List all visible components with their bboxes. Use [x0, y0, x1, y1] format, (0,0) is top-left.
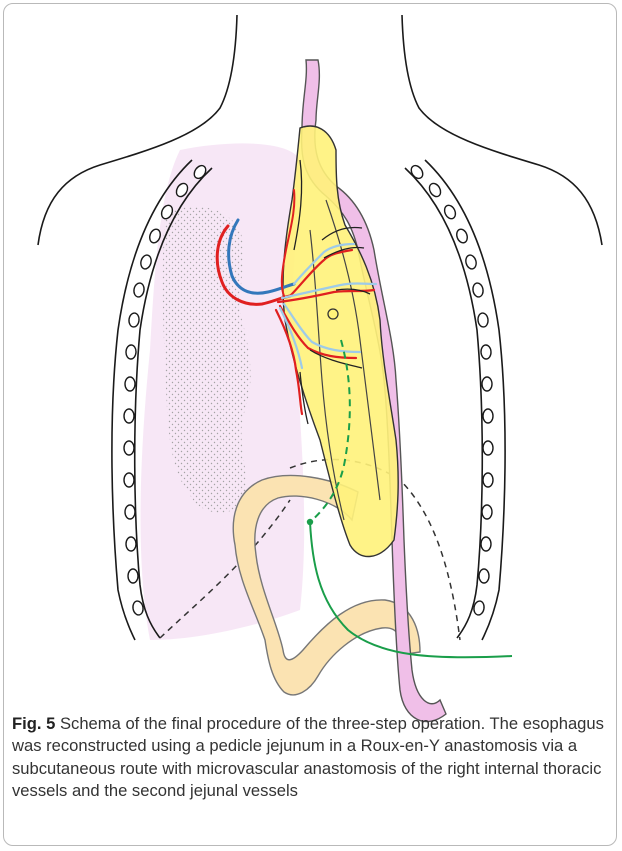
anastomosis-point: [307, 519, 313, 525]
vessel-anastomosis-marker: [328, 309, 338, 319]
lung-dotted-area: [163, 207, 251, 513]
figure-label: Fig. 5: [12, 714, 55, 733]
figure-caption-text: Schema of the final procedure of the thr…: [12, 714, 604, 800]
figure-caption: Fig. 5 Schema of the final procedure of …: [12, 713, 610, 802]
left-chest-wall: [405, 160, 505, 640]
